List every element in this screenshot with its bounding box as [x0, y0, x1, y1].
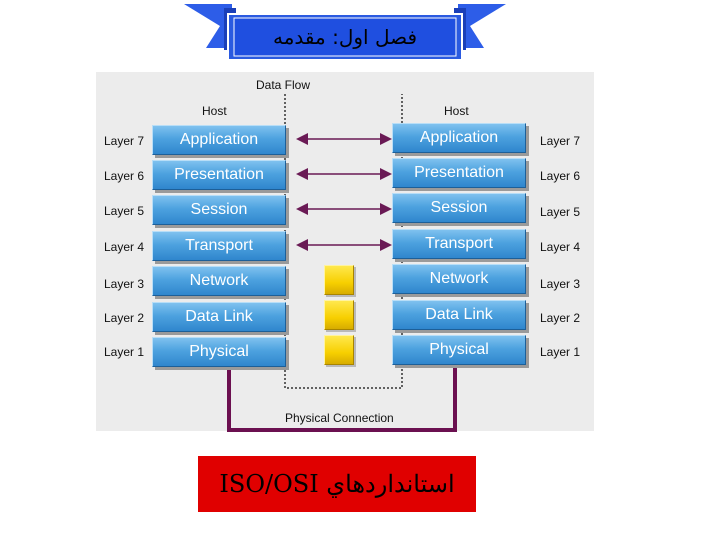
- data-block-middle: [324, 300, 354, 330]
- left-layer-4-label: Layer 4: [104, 240, 145, 254]
- left-host-label: Host: [202, 104, 227, 118]
- right-presentation-layer: Presentation: [392, 158, 526, 188]
- data-flow-label: Data Flow: [256, 78, 311, 92]
- banner-ribbon: [184, 4, 506, 61]
- left-data-link-layer: Data Link: [152, 302, 286, 332]
- right-application-layer: Application: [392, 123, 526, 153]
- left-session-layer: Session: [152, 195, 286, 225]
- right-layer-1-label: Layer 1: [540, 345, 581, 359]
- right-host-label: Host: [444, 104, 469, 118]
- left-transport-layer: Transport: [152, 231, 286, 261]
- left-layer-2-label: Layer 2: [104, 311, 145, 325]
- left-layer-1-label: Layer 1: [104, 345, 145, 359]
- right-physical-layer: Physical: [392, 335, 526, 365]
- left-network-layer: Network: [152, 266, 286, 296]
- right-layer-2-label: Layer 2: [540, 311, 581, 325]
- left-presentation-layer: Presentation: [152, 160, 286, 190]
- left-layer-5-label: Layer 5: [104, 204, 145, 218]
- physical-connection-label: Physical Connection: [285, 411, 394, 425]
- left-application-layer: Application: [152, 125, 286, 155]
- footer-title: استانداردهاي ISO/OSI: [198, 456, 476, 512]
- right-layer-3-label: Layer 3: [540, 277, 581, 291]
- left-physical-layer: Physical: [152, 337, 286, 367]
- right-data-link-layer: Data Link: [392, 300, 526, 330]
- right-session-layer: Session: [392, 193, 526, 223]
- peer-arrows: [296, 133, 392, 251]
- left-layer-6-label: Layer 6: [104, 169, 145, 183]
- right-transport-layer: Transport: [392, 229, 526, 259]
- data-block-top: [324, 265, 354, 295]
- data-block-bottom: [324, 335, 354, 365]
- right-layer-6-label: Layer 6: [540, 169, 581, 183]
- right-layer-5-label: Layer 5: [540, 205, 581, 219]
- right-layer-7-label: Layer 7: [540, 134, 581, 148]
- right-layer-4-label: Layer 4: [540, 240, 581, 254]
- left-layer-3-label: Layer 3: [104, 277, 145, 291]
- banner-title: فصل اول: مقدمه: [272, 25, 417, 49]
- right-network-layer: Network: [392, 264, 526, 294]
- left-layer-7-label: Layer 7: [104, 134, 145, 148]
